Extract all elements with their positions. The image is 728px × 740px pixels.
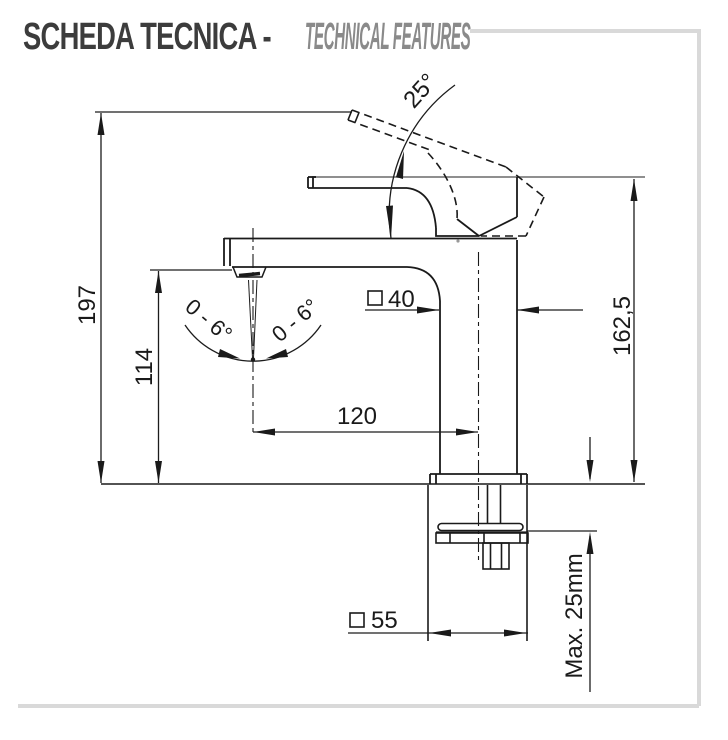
dimension-arrowheads	[97, 113, 638, 637]
spray-apex-dot	[250, 357, 256, 362]
square-symbol-icon	[367, 290, 383, 306]
page-title-secondary: TECHNICAL FEATURES	[305, 16, 471, 58]
page-title-primary: SCHEDA TECNICA -	[23, 16, 272, 58]
dimension-label-114: 114	[131, 348, 158, 386]
dimension-label-120: 120	[337, 403, 377, 430]
dimension-label-197: 197	[74, 285, 101, 325]
faucet-outline	[223, 176, 529, 641]
dimension-label-swivel-left: 0 - 6°	[181, 294, 238, 347]
aerator	[232, 266, 267, 278]
dimension-label-max-25mm: Max. 25mm	[561, 553, 588, 678]
fixing-nut	[482, 542, 510, 570]
dimension-label-40: 40	[388, 286, 415, 313]
centerlines	[252, 228, 480, 560]
washer	[437, 522, 524, 532]
frame-top-right-border	[470, 29, 701, 706]
under-counter-fixing	[427, 485, 529, 641]
dimension-label-162-5: 162,5	[609, 296, 636, 356]
handle-lever-raised-dashed	[347, 109, 545, 237]
pivot-dot	[456, 239, 460, 243]
dimension-label-55: 55	[371, 607, 398, 634]
handle-lever-rest	[307, 176, 518, 237]
dimension-label-swivel-right: 0 - 6°	[267, 294, 324, 347]
dimension-label-25deg: 25°	[398, 68, 442, 113]
clamp-plate	[435, 532, 529, 544]
square-symbol-icon	[349, 612, 365, 628]
